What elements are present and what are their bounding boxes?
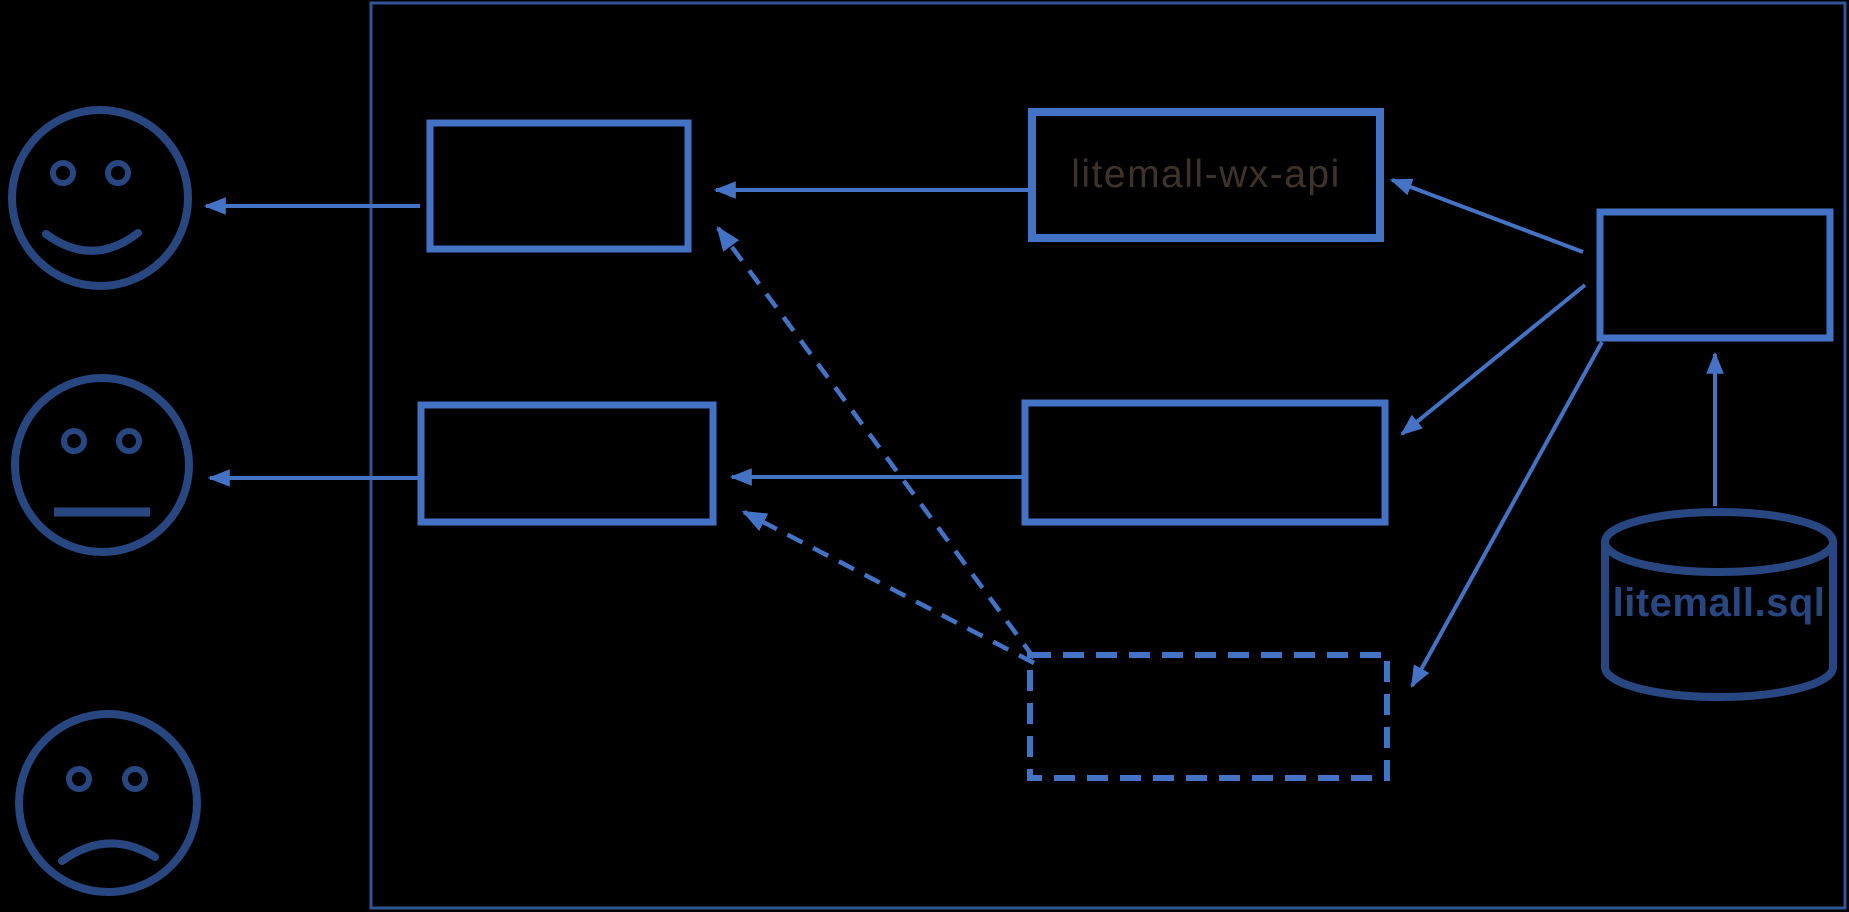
top-left-box	[426, 119, 692, 253]
dashed-arrow-dashedbox-to-topleftbox	[716, 226, 1036, 660]
middle-service-box	[1021, 399, 1389, 526]
database-cylinder-icon	[1601, 508, 1837, 701]
dashed-box	[1027, 652, 1390, 781]
neutral-face-icon	[11, 374, 193, 556]
happy-face-icon	[8, 106, 192, 290]
arrow-rightbox-to-wxapi	[1389, 178, 1584, 254]
middle-left-box	[417, 401, 717, 526]
arrow-rightbox-to-middleservice	[1400, 283, 1587, 436]
system-boundary-border	[369, 1, 1847, 910]
dashed-arrow-dashedbox-to-middleleftbox	[741, 510, 1036, 665]
right-box	[1596, 208, 1834, 342]
arrow-rightbox-to-dashedbox	[1410, 341, 1604, 688]
wx-api-box	[1028, 108, 1384, 242]
sad-face-icon	[15, 710, 201, 896]
